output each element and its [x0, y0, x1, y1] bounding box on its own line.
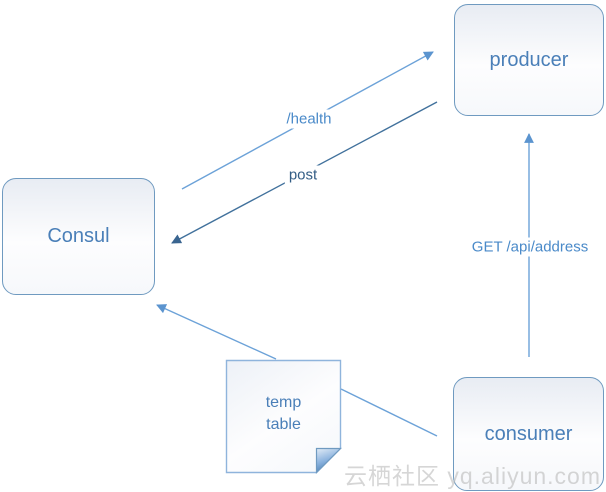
node-consul-label: Consul [47, 225, 110, 247]
note-fold [315, 447, 342, 474]
watermark: 云栖社区 yq.aliyun.com [343, 463, 601, 489]
node-consumer: consumer [453, 377, 604, 491]
edge-health-label: /health [282, 109, 336, 129]
edge-get-label: GET /api/address [467, 237, 593, 257]
node-producer-label: producer [489, 48, 569, 71]
note-label-line2: table [266, 416, 301, 433]
edge-consumer-to-note-line [340, 388, 438, 437]
edge-note-to-consul-line [156, 304, 277, 360]
node-consul: Consul [2, 178, 155, 295]
node-consumer-label: consumer [484, 422, 573, 445]
node-producer: producer [454, 4, 604, 116]
note-label-line1: temp [265, 394, 302, 411]
note-shape [225, 359, 342, 474]
edge-post-label: post [284, 165, 322, 185]
note-label: temp table [226, 392, 341, 436]
